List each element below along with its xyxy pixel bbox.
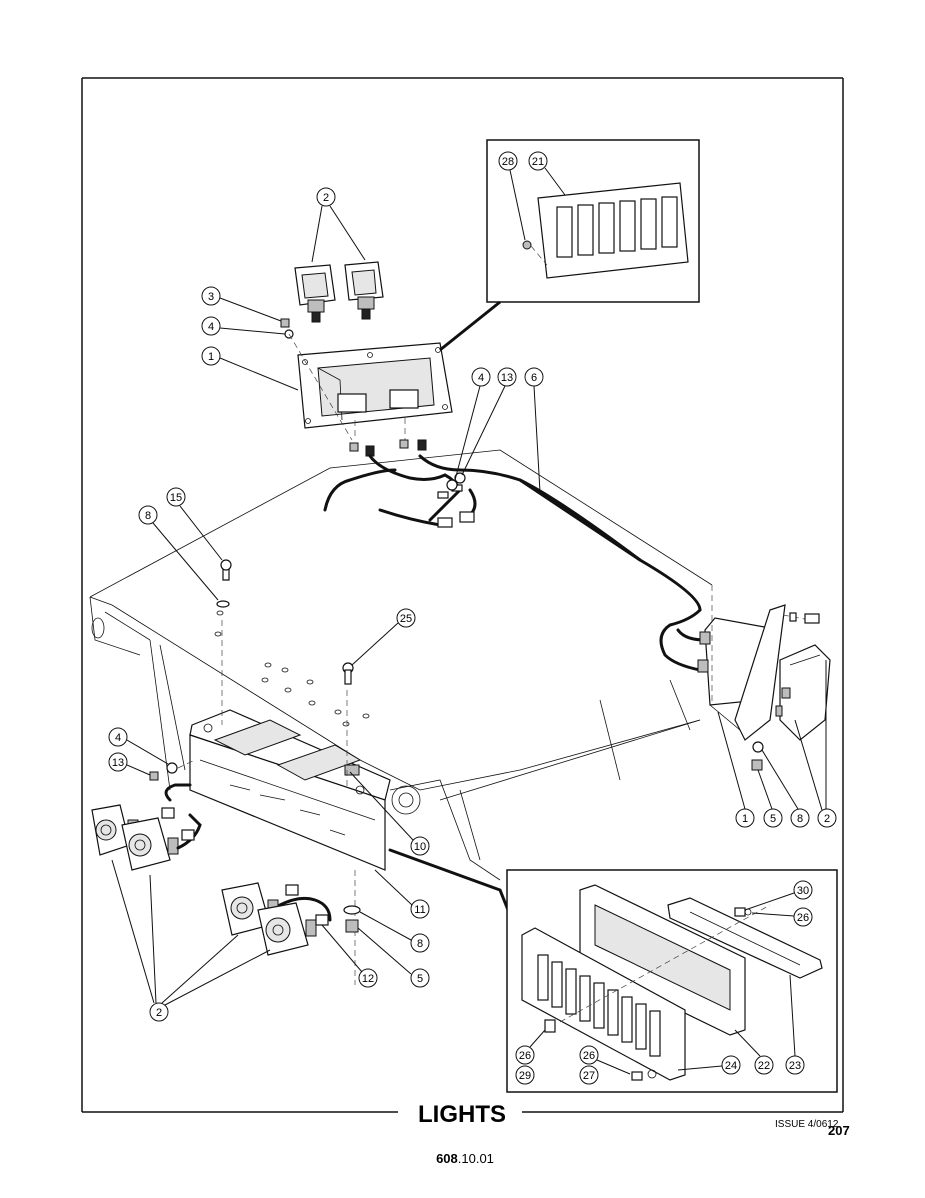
callout-8-left: 8 [138, 505, 219, 601]
side-light-housing [697, 585, 831, 771]
callout-4-mid: 4 [454, 367, 491, 481]
callouts: 2 3 4 1 28 21 [108, 151, 837, 1085]
callout-1-top: 1 [201, 346, 299, 391]
worklight-top-right [344, 261, 384, 320]
callout-5-bottom: 5 [357, 927, 430, 988]
callout-13-left: 13 [108, 752, 151, 776]
svg-text:27: 27 [583, 1070, 595, 1082]
svg-text:5: 5 [417, 973, 423, 985]
inset-top [439, 139, 700, 352]
doc-reference: 608.10.01 [436, 1151, 494, 1166]
callout-2-right: 2 [794, 660, 837, 828]
front-light-bracket [189, 620, 391, 985]
callout-26-top: 26 [751, 907, 813, 927]
callout-10: 10 [349, 771, 430, 856]
front-worklight-2 [121, 817, 179, 871]
svg-text:4: 4 [478, 372, 484, 384]
machine-body [89, 449, 713, 881]
callout-26-bottom: 26 [579, 1045, 631, 1075]
callout-13-mid: 13 [461, 367, 517, 476]
issue-label: ISSUE 4/0612 [775, 1119, 839, 1130]
svg-text:15: 15 [170, 492, 182, 504]
svg-text:10: 10 [414, 841, 426, 853]
svg-text:8: 8 [145, 510, 151, 522]
callout-2-top: 2 [311, 187, 366, 263]
svg-text:21: 21 [532, 156, 544, 168]
switch-slots-top [556, 196, 678, 258]
svg-text:4: 4 [115, 732, 121, 744]
svg-text:22: 22 [758, 1060, 770, 1072]
svg-text:25: 25 [400, 613, 412, 625]
callout-25: 25 [351, 608, 416, 666]
wiring-harness [323, 454, 707, 672]
callout-8-right: 8 [761, 749, 810, 828]
callout-29: 29 [515, 1065, 535, 1085]
svg-text:29: 29 [519, 1070, 531, 1082]
callout-4-left: 4 [108, 727, 169, 765]
doc-reference-rest: .10.01 [458, 1151, 494, 1166]
doc-reference-bold: 608 [436, 1151, 458, 1166]
callout-12: 12 [321, 924, 378, 988]
svg-text:26: 26 [583, 1050, 595, 1062]
svg-text:4: 4 [208, 321, 214, 333]
callout-1-right: 1 [717, 711, 755, 828]
callout-11: 11 [374, 869, 430, 919]
svg-text:23: 23 [789, 1060, 801, 1072]
callout-2-bottom: 2 [111, 859, 271, 1022]
callout-28: 28 [498, 151, 526, 241]
worklight-top-left [294, 264, 336, 323]
svg-text:8: 8 [417, 938, 423, 950]
mounting-holes [214, 610, 370, 727]
svg-text:2: 2 [824, 813, 830, 825]
callout-15: 15 [166, 487, 223, 561]
callout-30: 30 [744, 880, 813, 911]
page-number: 207 [828, 1123, 850, 1138]
page-frame [81, 77, 844, 1113]
callout-22: 22 [734, 1029, 774, 1075]
svg-text:1: 1 [208, 351, 214, 363]
svg-text:2: 2 [156, 1007, 162, 1019]
svg-text:5: 5 [770, 813, 776, 825]
callout-27: 27 [579, 1065, 599, 1085]
callout-8-bottom: 8 [359, 911, 430, 953]
svg-text:1: 1 [742, 813, 748, 825]
rear-light-panel [297, 342, 453, 429]
fasteners-bracket [149, 559, 361, 933]
svg-text:13: 13 [112, 757, 124, 769]
inset-bottom [506, 869, 838, 1093]
svg-text:8: 8 [797, 813, 803, 825]
callout-21: 21 [528, 151, 566, 196]
page-title: LIGHTS [418, 1101, 506, 1128]
front-worklight-4 [257, 902, 317, 956]
svg-text:26: 26 [797, 912, 809, 924]
svg-text:28: 28 [502, 156, 514, 168]
switch-slots-bottom [537, 954, 661, 1057]
svg-text:24: 24 [725, 1060, 737, 1072]
fasteners-top [280, 318, 427, 457]
svg-text:3: 3 [208, 291, 214, 303]
callout-24: 24 [677, 1055, 741, 1075]
callout-5-right: 5 [757, 769, 783, 828]
svg-text:26: 26 [519, 1050, 531, 1062]
svg-text:13: 13 [501, 372, 513, 384]
callout-6: 6 [524, 367, 544, 493]
callout-23: 23 [785, 974, 805, 1075]
svg-text:2: 2 [323, 192, 329, 204]
callout-26-left: 26 [515, 1029, 546, 1065]
callout-4-top: 4 [201, 316, 286, 336]
svg-text:12: 12 [362, 973, 374, 985]
svg-text:11: 11 [414, 904, 425, 916]
svg-text:30: 30 [797, 885, 809, 897]
svg-text:6: 6 [531, 372, 537, 384]
callout-3: 3 [201, 286, 282, 322]
